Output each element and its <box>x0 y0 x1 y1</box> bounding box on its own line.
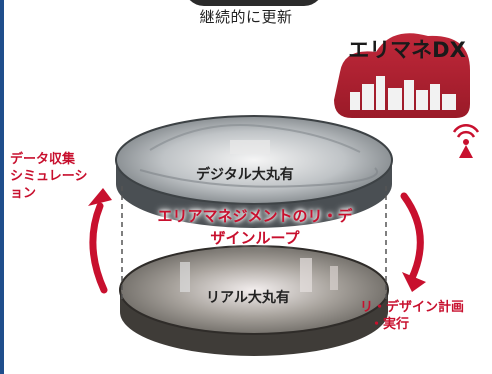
loop-title-line2: ザインループ <box>210 228 300 247</box>
left-accent-bar <box>0 0 4 374</box>
real-disk <box>119 245 389 356</box>
digital-disk <box>115 115 393 228</box>
digital-disk-label: デジタル大丸有 <box>196 167 294 183</box>
brand-title: エリマネDX <box>348 38 466 62</box>
left-label-line2: シミュレーシ <box>10 168 88 184</box>
loop-title: エリアマネジメントのリ・デ ザインループ <box>120 206 390 250</box>
top-disk-edge <box>184 0 324 6</box>
left-label-line3: ョン <box>10 185 37 201</box>
right-label-line2: ・実行 <box>370 316 410 332</box>
digital-disk-top <box>115 115 393 205</box>
update-caption: 継続的に更新 <box>199 8 293 26</box>
brand-cloud <box>334 33 470 118</box>
data-collection-label: データ収集 シミュレーシ ョン <box>10 152 110 203</box>
antenna-signal-icon <box>452 123 480 158</box>
real-disk-label: リアル大丸有 <box>206 290 290 306</box>
upward-arrow <box>88 188 112 294</box>
downward-arrow <box>400 192 426 292</box>
loop-title-line1: エリアマネジメントのリ・デ <box>157 207 353 225</box>
building-icons <box>350 76 456 110</box>
right-label-line1: リ・デザイン計画 <box>360 300 465 315</box>
redesign-plan-label: リ・デザイン計画 ・実行 <box>360 300 492 334</box>
left-label-line1: データ収集 <box>10 152 76 167</box>
